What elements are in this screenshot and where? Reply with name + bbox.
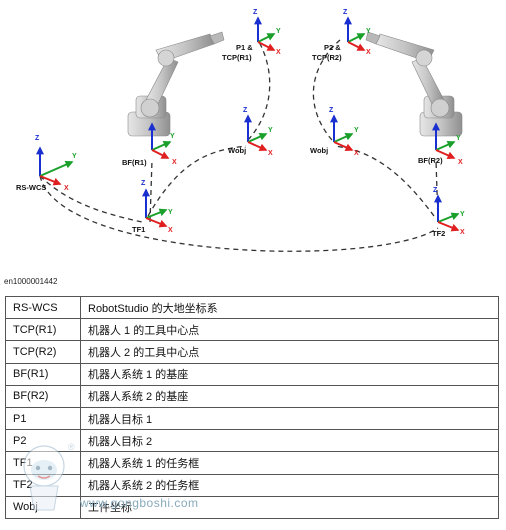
frame-bf-r1: Y X BF(R1) (122, 122, 177, 167)
legend-row: TCP(R2)机器人 2 的工具中心点 (5, 340, 499, 364)
frame-wobj-left: Z Y X Wobj (228, 107, 273, 157)
label-tcp-r1: TCP(R1) (222, 53, 252, 62)
frame-p2-tcp-r2: Z Y X P2 & TCP(R2) (312, 9, 371, 62)
legend-row: TCP(R1)机器人 1 的工具中心点 (5, 318, 499, 342)
axis-z-letter: Z (329, 107, 334, 114)
legend-key: TCP(R1) (5, 318, 81, 342)
label-wobj-right: Wobj (310, 146, 328, 155)
legend-description: 机器人系统 2 的基座 (80, 384, 499, 408)
axis-z-letter: Z (243, 107, 248, 114)
watermark-text: www.gongboshi.com (80, 496, 199, 510)
label-tf2: TF2 (432, 229, 445, 238)
axis-z-letter: Z (141, 180, 146, 187)
axis-y-letter: Y (72, 153, 77, 160)
legend-key: BF(R2) (5, 384, 81, 408)
label-tcp-r2: TCP(R2) (312, 53, 342, 62)
watermark-mark: ® (68, 442, 75, 452)
axis-y-letter: Y (268, 127, 273, 134)
robot-2-illustration (365, 31, 463, 137)
label-bf-r1: BF(R1) (122, 158, 147, 167)
path-wcs-to-tf2 (39, 175, 439, 252)
legend-description: RobotStudio 的大地坐标系 (80, 295, 499, 320)
axis-y-letter: Y (170, 133, 175, 140)
path-wobj1-to-p1 (247, 39, 271, 141)
axis-x-letter: X (354, 150, 359, 157)
legend-description: 机器人系统 2 的任务框 (80, 473, 499, 497)
frame-wobj-right: Z Y X Wobj (310, 107, 359, 157)
label-bf-r2: BF(R2) (418, 156, 443, 165)
legend-description: 工件坐标 (80, 495, 499, 519)
frame-p1-tcp-r1: Z Y X P1 & TCP(R1) (222, 9, 281, 62)
axis-y-letter: Y (460, 211, 465, 218)
frame-tf2: Z Y X TF2 (432, 187, 465, 238)
coordinate-diagram: Z Y X RS-WCS Y X BF(R1) Z Y X TF1 Z Y X … (16, 9, 465, 252)
axis-x-letter: X (460, 229, 465, 236)
legend-key: TCP(R2) (5, 340, 81, 364)
axis-x-letter: X (366, 49, 371, 56)
legend-description: 机器人 1 的工具中心点 (80, 318, 499, 342)
label-p1: P1 & (236, 43, 253, 52)
axis-y-letter: Y (354, 127, 359, 134)
axis-y-letter: Y (168, 209, 173, 216)
axis-y-letter: Y (276, 28, 281, 35)
label-tf1: TF1 (132, 225, 145, 234)
legend-row: BF(R1)机器人系统 1 的基座 (5, 362, 499, 386)
axis-x-letter: X (168, 227, 173, 234)
axis-z-letter: Z (343, 9, 348, 16)
legend-key: BF(R1) (5, 362, 81, 386)
axis-z-letter: Z (253, 9, 258, 16)
frame-bf-r2: Y X BF(R2) (418, 122, 463, 166)
axis-x-letter: X (64, 185, 69, 192)
label-wobj-left: Wobj (228, 146, 246, 155)
frame-tf1: Z Y X TF1 (132, 180, 173, 234)
axis-x-letter: X (276, 49, 281, 56)
frame-rs-wcs: Z Y X RS-WCS (16, 135, 77, 192)
path-wcs-to-tf1 (39, 175, 143, 223)
figure-id: en1000001442 (4, 277, 58, 286)
axis-z-letter: Z (35, 135, 40, 142)
axis-y-letter: Y (366, 28, 371, 35)
legend-row: BF(R2)机器人系统 2 的基座 (5, 384, 499, 408)
path-tf1-to-wobj1 (147, 145, 247, 217)
axis-x-letter: X (172, 159, 177, 166)
legend-key: RS-WCS (5, 295, 81, 320)
axis-z-letter: Z (433, 187, 438, 194)
legend-key: P1 (5, 406, 81, 431)
legend-description: 机器人目标 1 (80, 406, 499, 431)
path-tf2-to-wobj2 (333, 145, 435, 217)
robot-1-illustration (127, 31, 225, 137)
axis-x-letter: X (268, 150, 273, 157)
axis-x-letter: X (458, 159, 463, 166)
path-wobj2-to-p2 (312, 39, 341, 141)
watermark-logo: ® (23, 442, 75, 511)
legend-description: 机器人 2 的工具中心点 (80, 340, 499, 364)
label-p2: P2 & (324, 43, 341, 52)
legend-description: 机器人系统 1 的基座 (80, 362, 499, 386)
label-rs-wcs: RS-WCS (16, 183, 46, 192)
transform-paths (39, 39, 439, 252)
axis-y-letter: Y (456, 135, 461, 142)
